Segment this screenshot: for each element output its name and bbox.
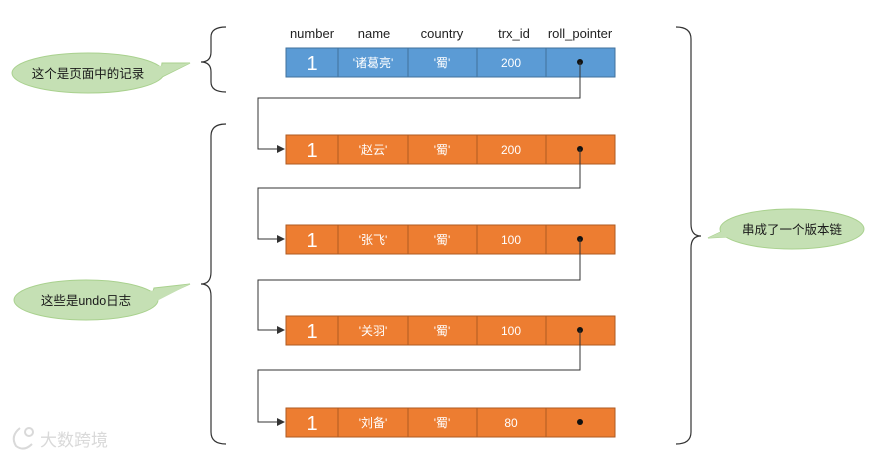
undo-3-number-cell (285, 315, 339, 346)
undo-2-country: '蜀' (434, 233, 451, 247)
watermark-logo-icon (12, 427, 34, 450)
page-record-name-cell (337, 47, 409, 78)
undo-1-name: '赵云' (359, 143, 388, 157)
callout-undo-log: 这些是undo日志 (13, 279, 191, 321)
undo-3-country-cell (407, 315, 478, 346)
undo-record-row-2: 1 '张飞' '蜀' 100 (285, 224, 616, 255)
pointer-arrow-undo-2-to-undo-3 (257, 239, 581, 334)
brace-undo-logs (200, 123, 227, 445)
braces (200, 26, 702, 445)
undo-1-country: '蜀' (434, 143, 451, 157)
undo-1-trx-id: 200 (501, 143, 521, 157)
undo-4-trx-id-cell (476, 407, 547, 438)
column-headers: number name country trx_id roll_pointer (290, 26, 613, 41)
watermark-text: 大数跨境 (40, 431, 108, 450)
page-record-row: 1 '诸葛亮' '蜀' 200 (285, 47, 616, 78)
callout-undo-log-text: 这些是undo日志 (41, 293, 131, 308)
undo-3-name-cell (337, 315, 409, 346)
undo-1-name-cell (337, 134, 409, 165)
page-record-trx-id: 200 (501, 56, 521, 70)
page-record-name: '诸葛亮' (353, 55, 394, 70)
column-header-name: name (358, 26, 391, 41)
undo-record-row-3: 1 '关羽' '蜀' 100 (285, 315, 616, 346)
brace-page-record (200, 26, 227, 93)
callout-version-chain: 串成了一个版本链 (707, 208, 865, 250)
undo-2-trx-id: 100 (501, 233, 521, 247)
undo-record-row-4: 1 '刘备' '蜀' 80 (285, 407, 616, 438)
pointer-arrow-undo-3-to-undo-4 (257, 330, 581, 426)
undo-2-number: 1 (306, 230, 317, 252)
column-header-trx-id: trx_id (498, 26, 530, 41)
undo-2-name-cell (337, 224, 409, 255)
page-record-country: '蜀' (434, 56, 451, 70)
callout-version-chain-bubble (719, 208, 865, 250)
page-record-country-cell (407, 47, 478, 78)
undo-3-name: '关羽' (359, 324, 388, 338)
pointer-arrow-page-to-undo-1 (257, 62, 581, 153)
undo-record-row-1: 1 '赵云' '蜀' 200 (285, 134, 616, 165)
undo-1-number-cell (285, 134, 339, 165)
undo-4-trx-id: 80 (504, 416, 518, 430)
page-record-number-cell (285, 47, 339, 78)
callout-page-record-tail-join (157, 63, 190, 79)
undo-4-country-cell (407, 407, 478, 438)
undo-2-name: '张飞' (359, 233, 388, 247)
undo-2-number-cell (285, 224, 339, 255)
undo-4-number-cell (285, 407, 339, 438)
column-header-country: country (421, 26, 464, 41)
brace-version-chain (675, 26, 702, 445)
column-header-roll-pointer: roll_pointer (548, 26, 613, 41)
undo-2-country-cell (407, 224, 478, 255)
undo-1-number: 1 (306, 140, 317, 162)
undo-4-name-cell (337, 407, 409, 438)
callout-page-record-text: 这个是页面中的记录 (32, 66, 145, 81)
undo-3-country: '蜀' (434, 324, 451, 338)
roll-pointer-connectors (257, 62, 581, 426)
page-record-number: 1 (306, 53, 317, 75)
watermark: 大数跨境 (12, 427, 108, 450)
undo-4-country: '蜀' (434, 416, 451, 430)
callout-undo-log-tail-join (149, 284, 190, 305)
callout-version-chain-tail-join (708, 222, 744, 238)
undo-1-trx-id-cell (476, 134, 547, 165)
callout-page-record: 这个是页面中的记录 (11, 52, 191, 94)
undo-4-number: 1 (306, 413, 317, 435)
undo-3-number: 1 (306, 321, 317, 343)
column-header-number: number (290, 26, 335, 41)
pointer-arrow-undo-1-to-undo-2 (257, 149, 581, 243)
undo-3-trx-id: 100 (501, 324, 521, 338)
undo-4-pointer-dot (577, 419, 583, 425)
undo-3-trx-id-cell (476, 315, 547, 346)
undo-4-name: '刘备' (359, 416, 388, 430)
undo-1-country-cell (407, 134, 478, 165)
callout-version-chain-text: 串成了一个版本链 (742, 222, 843, 237)
